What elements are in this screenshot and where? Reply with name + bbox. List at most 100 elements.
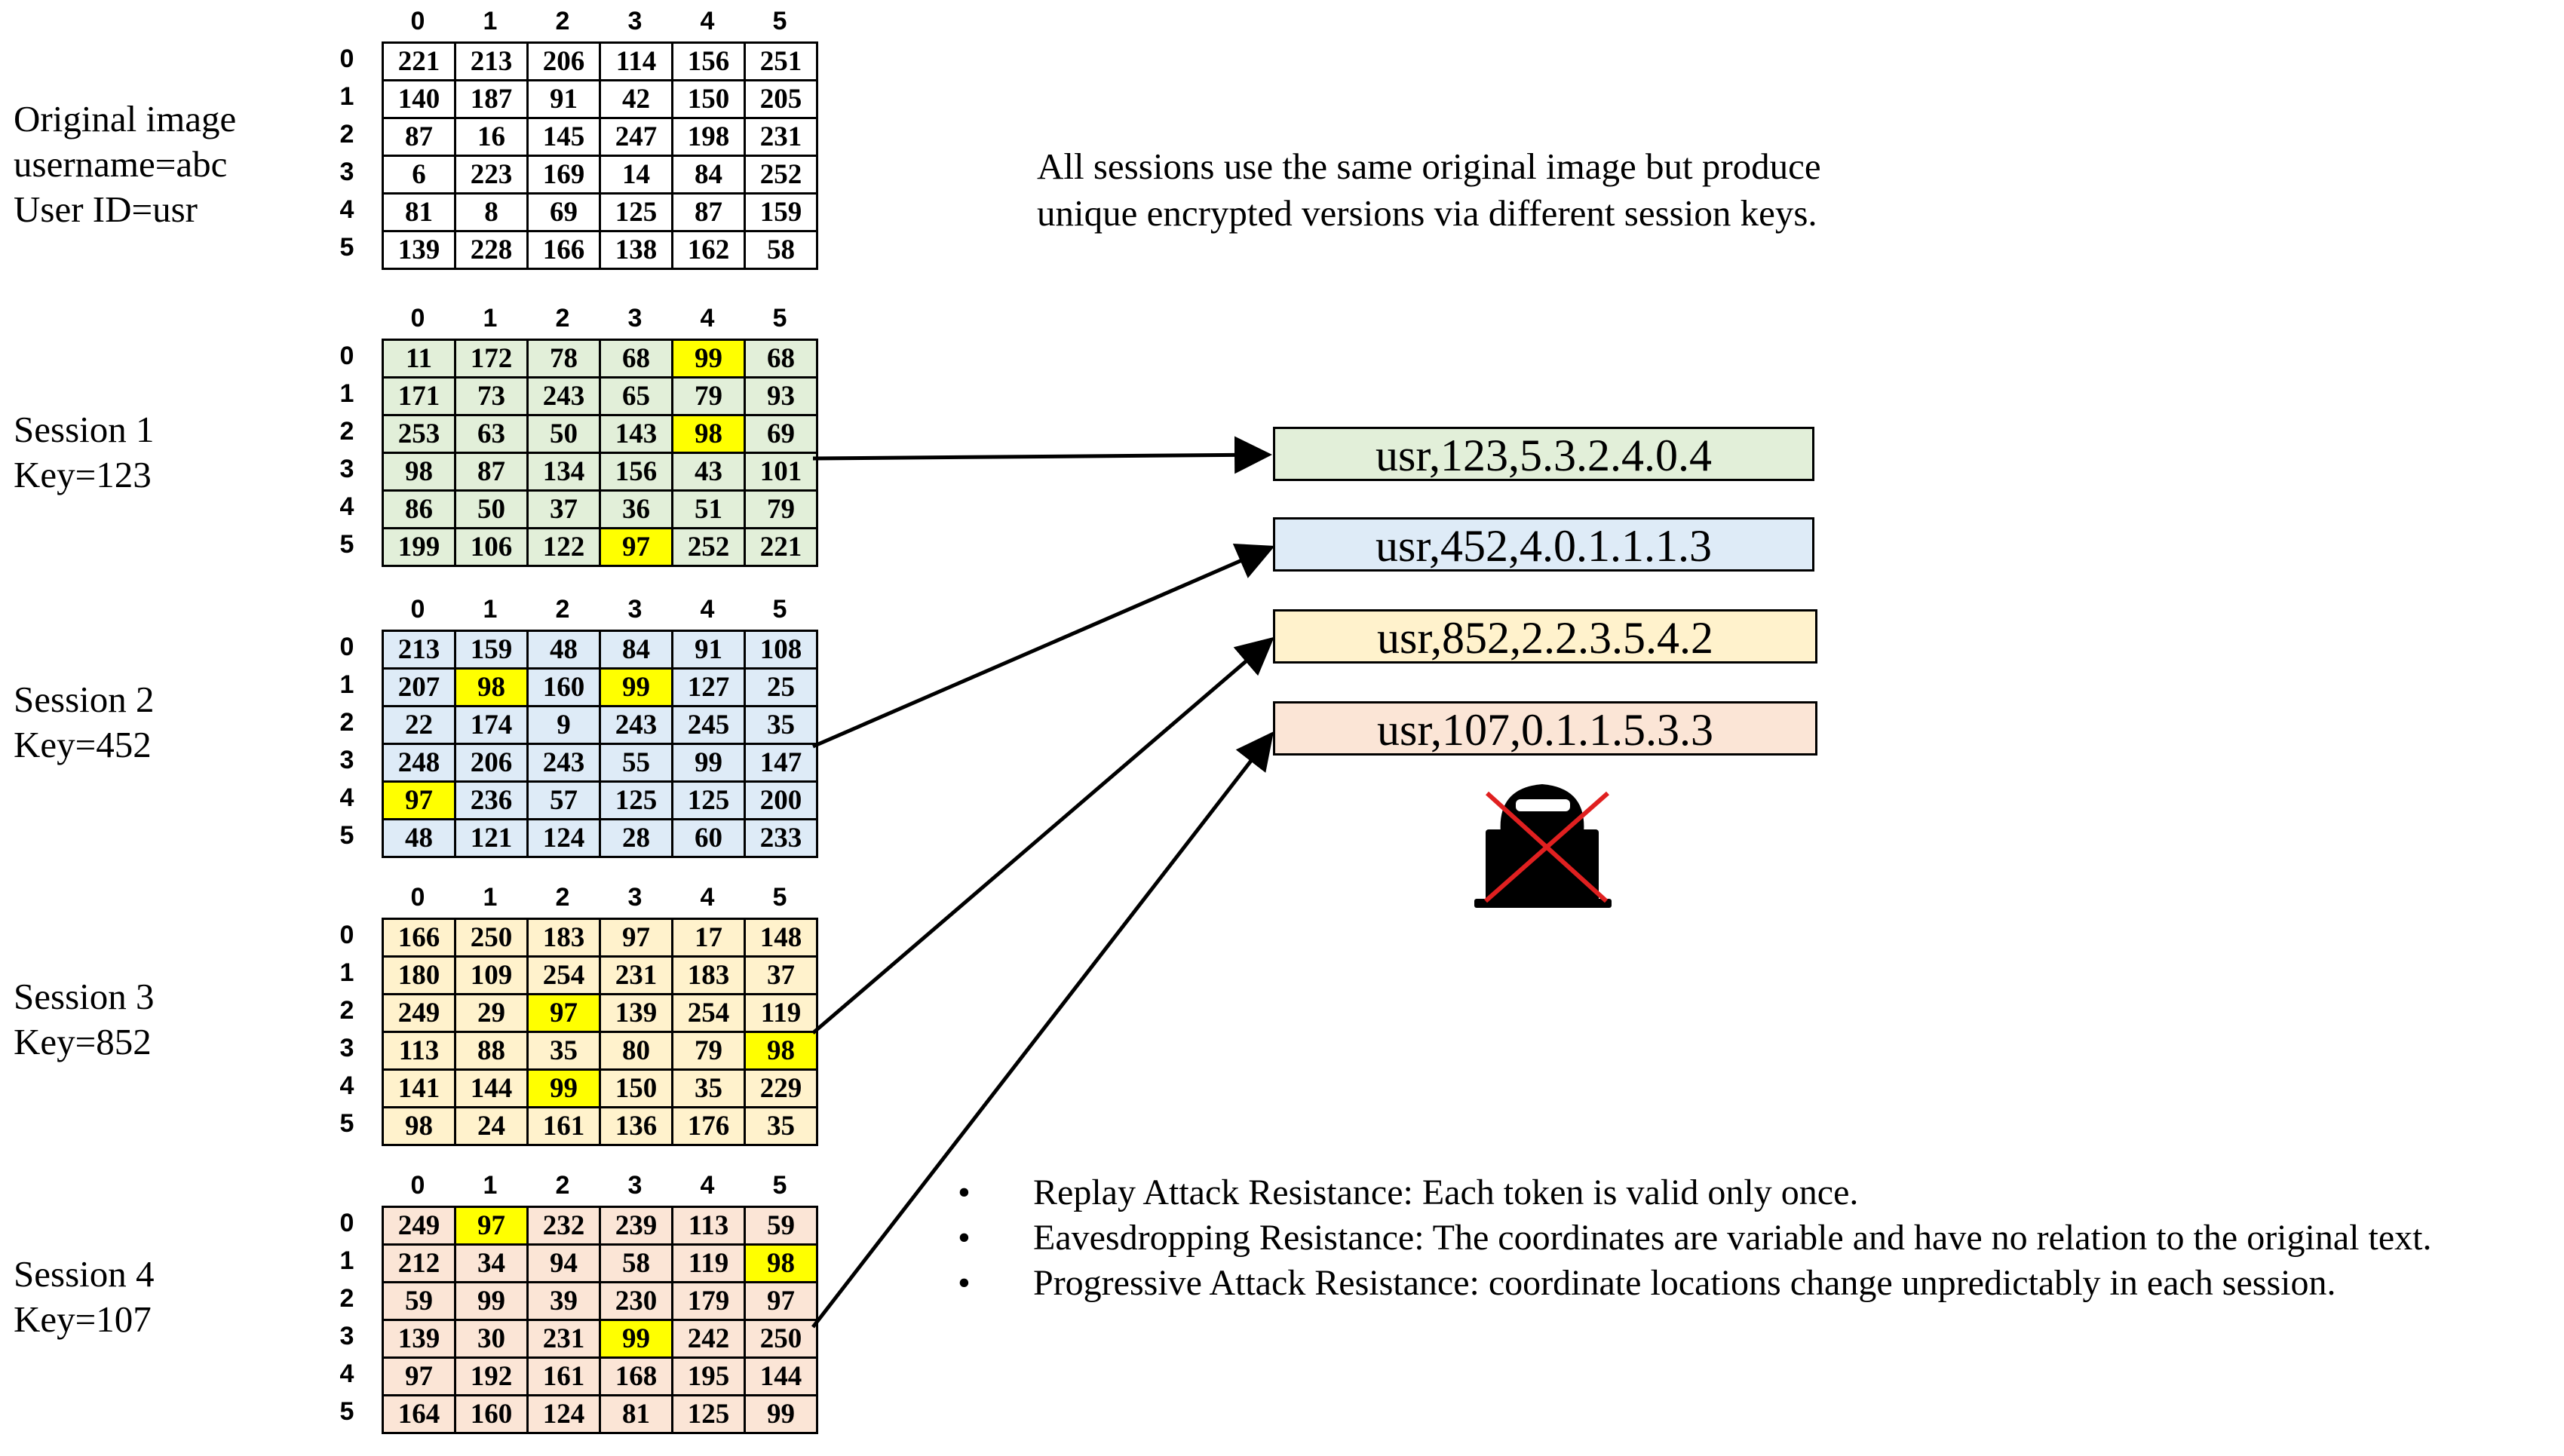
matrix-cell: 80 [599, 1031, 673, 1071]
note-line: unique encrypted versions via different … [1037, 192, 1817, 234]
matrix-cell: 11 [382, 339, 456, 379]
row-header: 2 [339, 996, 354, 1025]
matrix-cell: 37 [526, 489, 601, 529]
matrix-cell: 78 [526, 339, 601, 379]
matrix-cell: 98 [382, 452, 456, 492]
matrix-cell: 166 [526, 230, 601, 270]
label-line: Session 1 [14, 409, 155, 450]
matrix-cell: 98 [382, 1106, 456, 1146]
matrix-cell: 249 [382, 1206, 456, 1246]
matrix-cell: 86 [382, 489, 456, 529]
matrix-cell: 198 [671, 117, 746, 157]
matrix-cell: 236 [454, 780, 529, 820]
matrix-cell: 150 [671, 79, 746, 119]
hacker-icon [1474, 784, 1612, 908]
matrix-cell: 169 [526, 155, 601, 195]
matrix-cell: 245 [671, 705, 746, 745]
matrix-cell: 232 [526, 1206, 601, 1246]
matrix-cell: 223 [454, 155, 529, 195]
matrix-cell: 147 [744, 743, 818, 783]
row-header: 5 [339, 1109, 354, 1138]
row-header: 4 [339, 1071, 354, 1100]
row-header: 4 [339, 1359, 354, 1388]
matrix-cell: 113 [671, 1206, 746, 1246]
column-header: 5 [772, 304, 787, 333]
matrix-cell: 97 [382, 1356, 456, 1396]
matrix-cell: 91 [526, 79, 601, 119]
session-1-label: Session 1 Key=123 [14, 407, 155, 498]
matrix-cell: 84 [671, 155, 746, 195]
matrix-cell: 164 [382, 1394, 456, 1434]
matrix-cell: 99 [671, 743, 746, 783]
column-header: 1 [483, 883, 498, 912]
matrix-cell: 206 [454, 743, 529, 783]
matrix-cell: 109 [454, 955, 529, 995]
matrix-cell: 98 [454, 667, 529, 707]
label-line: Key=452 [14, 724, 152, 765]
matrix-cell: 35 [744, 705, 818, 745]
column-header: 5 [772, 1171, 787, 1200]
matrix-cell: 134 [526, 452, 601, 492]
matrix-cell: 114 [599, 41, 673, 81]
column-header: 3 [627, 7, 643, 35]
matrix-cell: 144 [744, 1356, 818, 1396]
column-header: 1 [483, 595, 498, 624]
matrix-cell: 125 [599, 780, 673, 820]
token-session-4: usr,107,0.1.1.5.3.3 [1273, 701, 1817, 756]
row-header: 1 [339, 670, 354, 699]
row-header: 0 [339, 633, 354, 661]
bullet-replay: Replay Attack Resistance: Each token is … [958, 1170, 2549, 1215]
matrix-cell: 108 [744, 630, 818, 670]
label-line: Key=852 [14, 1021, 152, 1062]
row-header: 3 [339, 158, 354, 186]
matrix-cell: 97 [526, 993, 601, 1033]
matrix-cell: 65 [599, 376, 673, 416]
matrix-cell: 69 [744, 414, 818, 454]
row-header: 0 [339, 342, 354, 370]
matrix-cell: 9 [526, 705, 601, 745]
matrix-cell: 37 [744, 955, 818, 995]
matrix-cell: 63 [454, 414, 529, 454]
matrix-cell: 124 [526, 818, 601, 858]
arrow-session-4 [811, 731, 1274, 1329]
matrix-cell: 101 [744, 452, 818, 492]
matrix-cell: 79 [671, 376, 746, 416]
matrix-cell: 98 [744, 1243, 818, 1283]
matrix-cell: 161 [526, 1356, 601, 1396]
matrix-cell: 59 [382, 1281, 456, 1321]
label-line: Session 4 [14, 1253, 155, 1295]
red-x-icon [1484, 791, 1609, 903]
matrix-cell: 148 [744, 918, 818, 958]
matrix-cell: 73 [454, 376, 529, 416]
matrix-cell: 212 [382, 1243, 456, 1283]
matrix-cell: 233 [744, 818, 818, 858]
matrix-cell: 213 [454, 41, 529, 81]
matrix-cell: 172 [454, 339, 529, 379]
column-header: 5 [772, 883, 787, 912]
matrix-cell: 141 [382, 1068, 456, 1108]
matrix-cell: 143 [599, 414, 673, 454]
matrix-cell: 206 [526, 41, 601, 81]
matrix-cell: 231 [599, 955, 673, 995]
arrow-session-3 [811, 636, 1274, 1035]
row-header: 4 [339, 195, 354, 224]
matrix-cell: 91 [671, 630, 746, 670]
row-header: 0 [339, 1209, 354, 1237]
matrix-cell: 231 [526, 1319, 601, 1359]
row-header: 5 [339, 1397, 354, 1426]
column-header: 1 [483, 1171, 498, 1200]
matrix-cell: 97 [599, 918, 673, 958]
matrix-cell: 243 [526, 376, 601, 416]
matrix-cell: 239 [599, 1206, 673, 1246]
matrix-cell: 243 [526, 743, 601, 783]
